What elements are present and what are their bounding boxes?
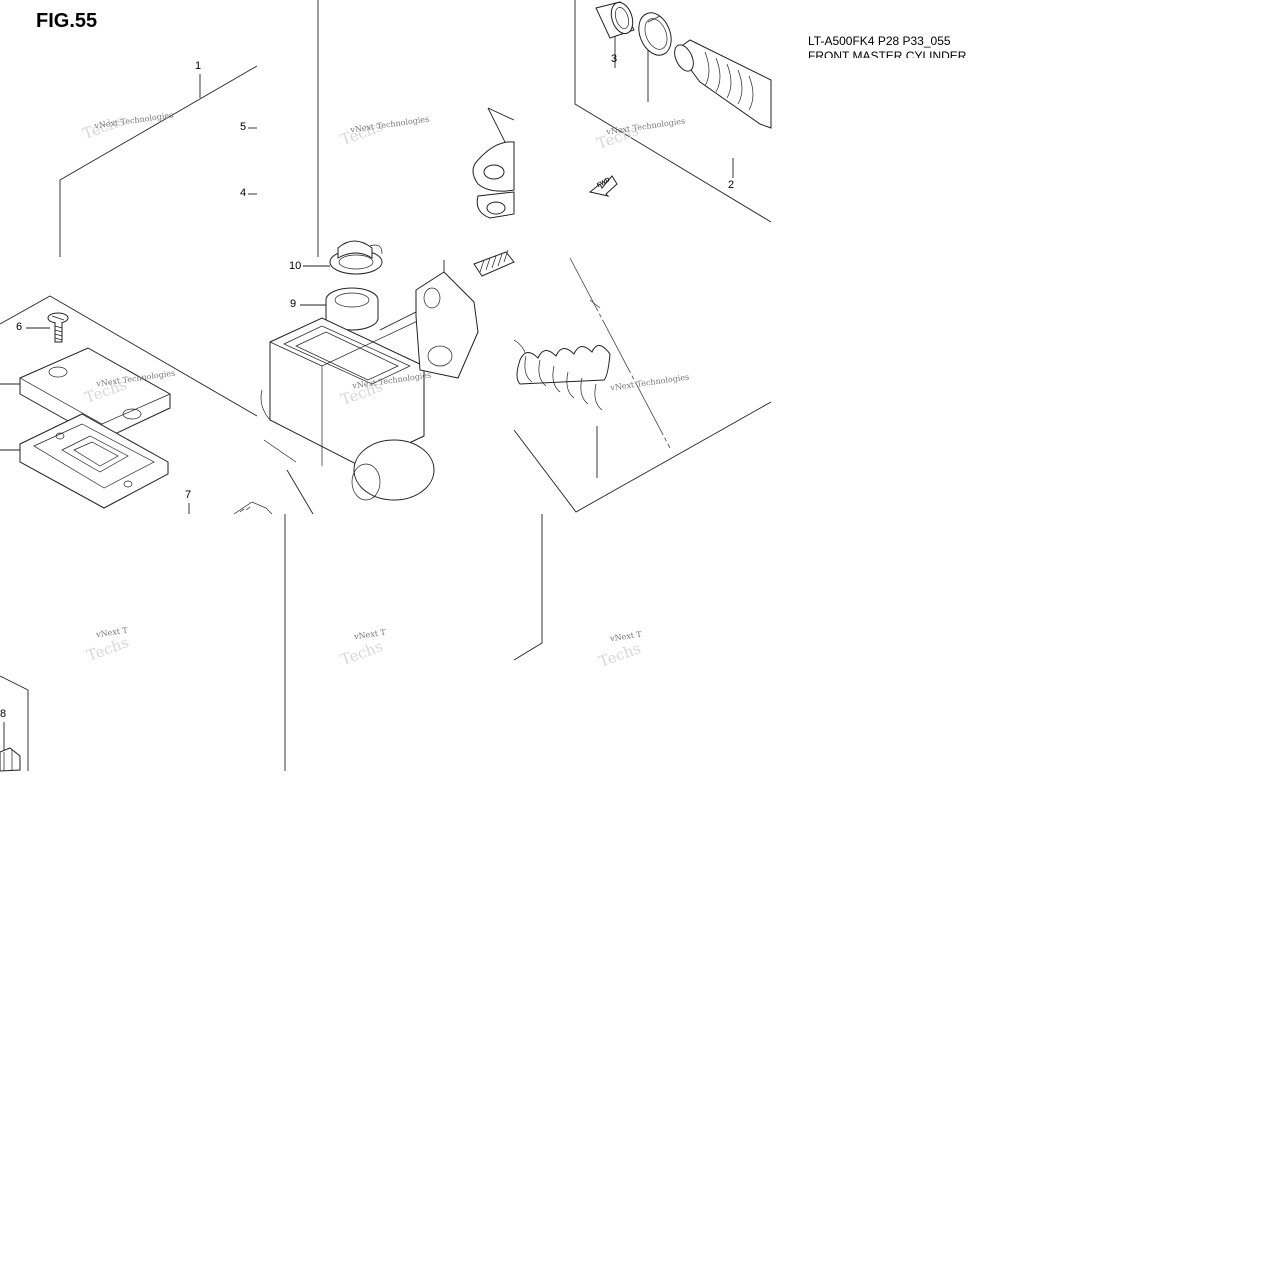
set-screw-part <box>474 250 514 276</box>
callout-3: 3 <box>611 53 618 65</box>
diaphragm-part <box>20 414 168 508</box>
clamp-part <box>416 272 478 378</box>
frame-tile-4 <box>0 296 257 416</box>
frame-tile-3 <box>575 0 771 222</box>
figure-title: FIG.55 <box>36 10 98 32</box>
callout-10: 10 <box>289 260 302 272</box>
cap-screw-part <box>48 313 68 342</box>
piston-cup-part <box>596 0 636 38</box>
callout-4: 4 <box>240 187 247 199</box>
cylinder-body-part <box>261 318 434 500</box>
fwd-arrow-icon <box>590 176 617 196</box>
callout-5: 5 <box>240 121 247 133</box>
banjo-bolt-part <box>0 748 20 771</box>
circlip-part <box>633 8 677 60</box>
callout-6: 6 <box>16 321 23 333</box>
callout-7: 7 <box>185 489 192 501</box>
frame-lower <box>0 470 542 771</box>
frame-tile-1 <box>60 66 257 257</box>
callout-2: 2 <box>728 179 735 191</box>
piston-part <box>671 40 771 128</box>
boot-part <box>330 241 382 274</box>
reservoir-cap-part <box>20 348 170 440</box>
model-code: LT-A500FK4 P28 P33_055 <box>808 34 951 48</box>
callout-1: 1 <box>195 60 202 72</box>
leader-lines <box>0 24 733 752</box>
frame-tile-6 <box>514 258 771 512</box>
callout-9: 9 <box>290 298 297 310</box>
spring-part <box>514 340 610 410</box>
section-name: FRONT MASTER CYLINDER <box>808 49 967 58</box>
bolt-stub-part <box>234 502 272 514</box>
oil-seal-part <box>326 288 378 330</box>
lever-bracket-part <box>473 142 514 218</box>
callout-8: 8 <box>0 708 7 720</box>
